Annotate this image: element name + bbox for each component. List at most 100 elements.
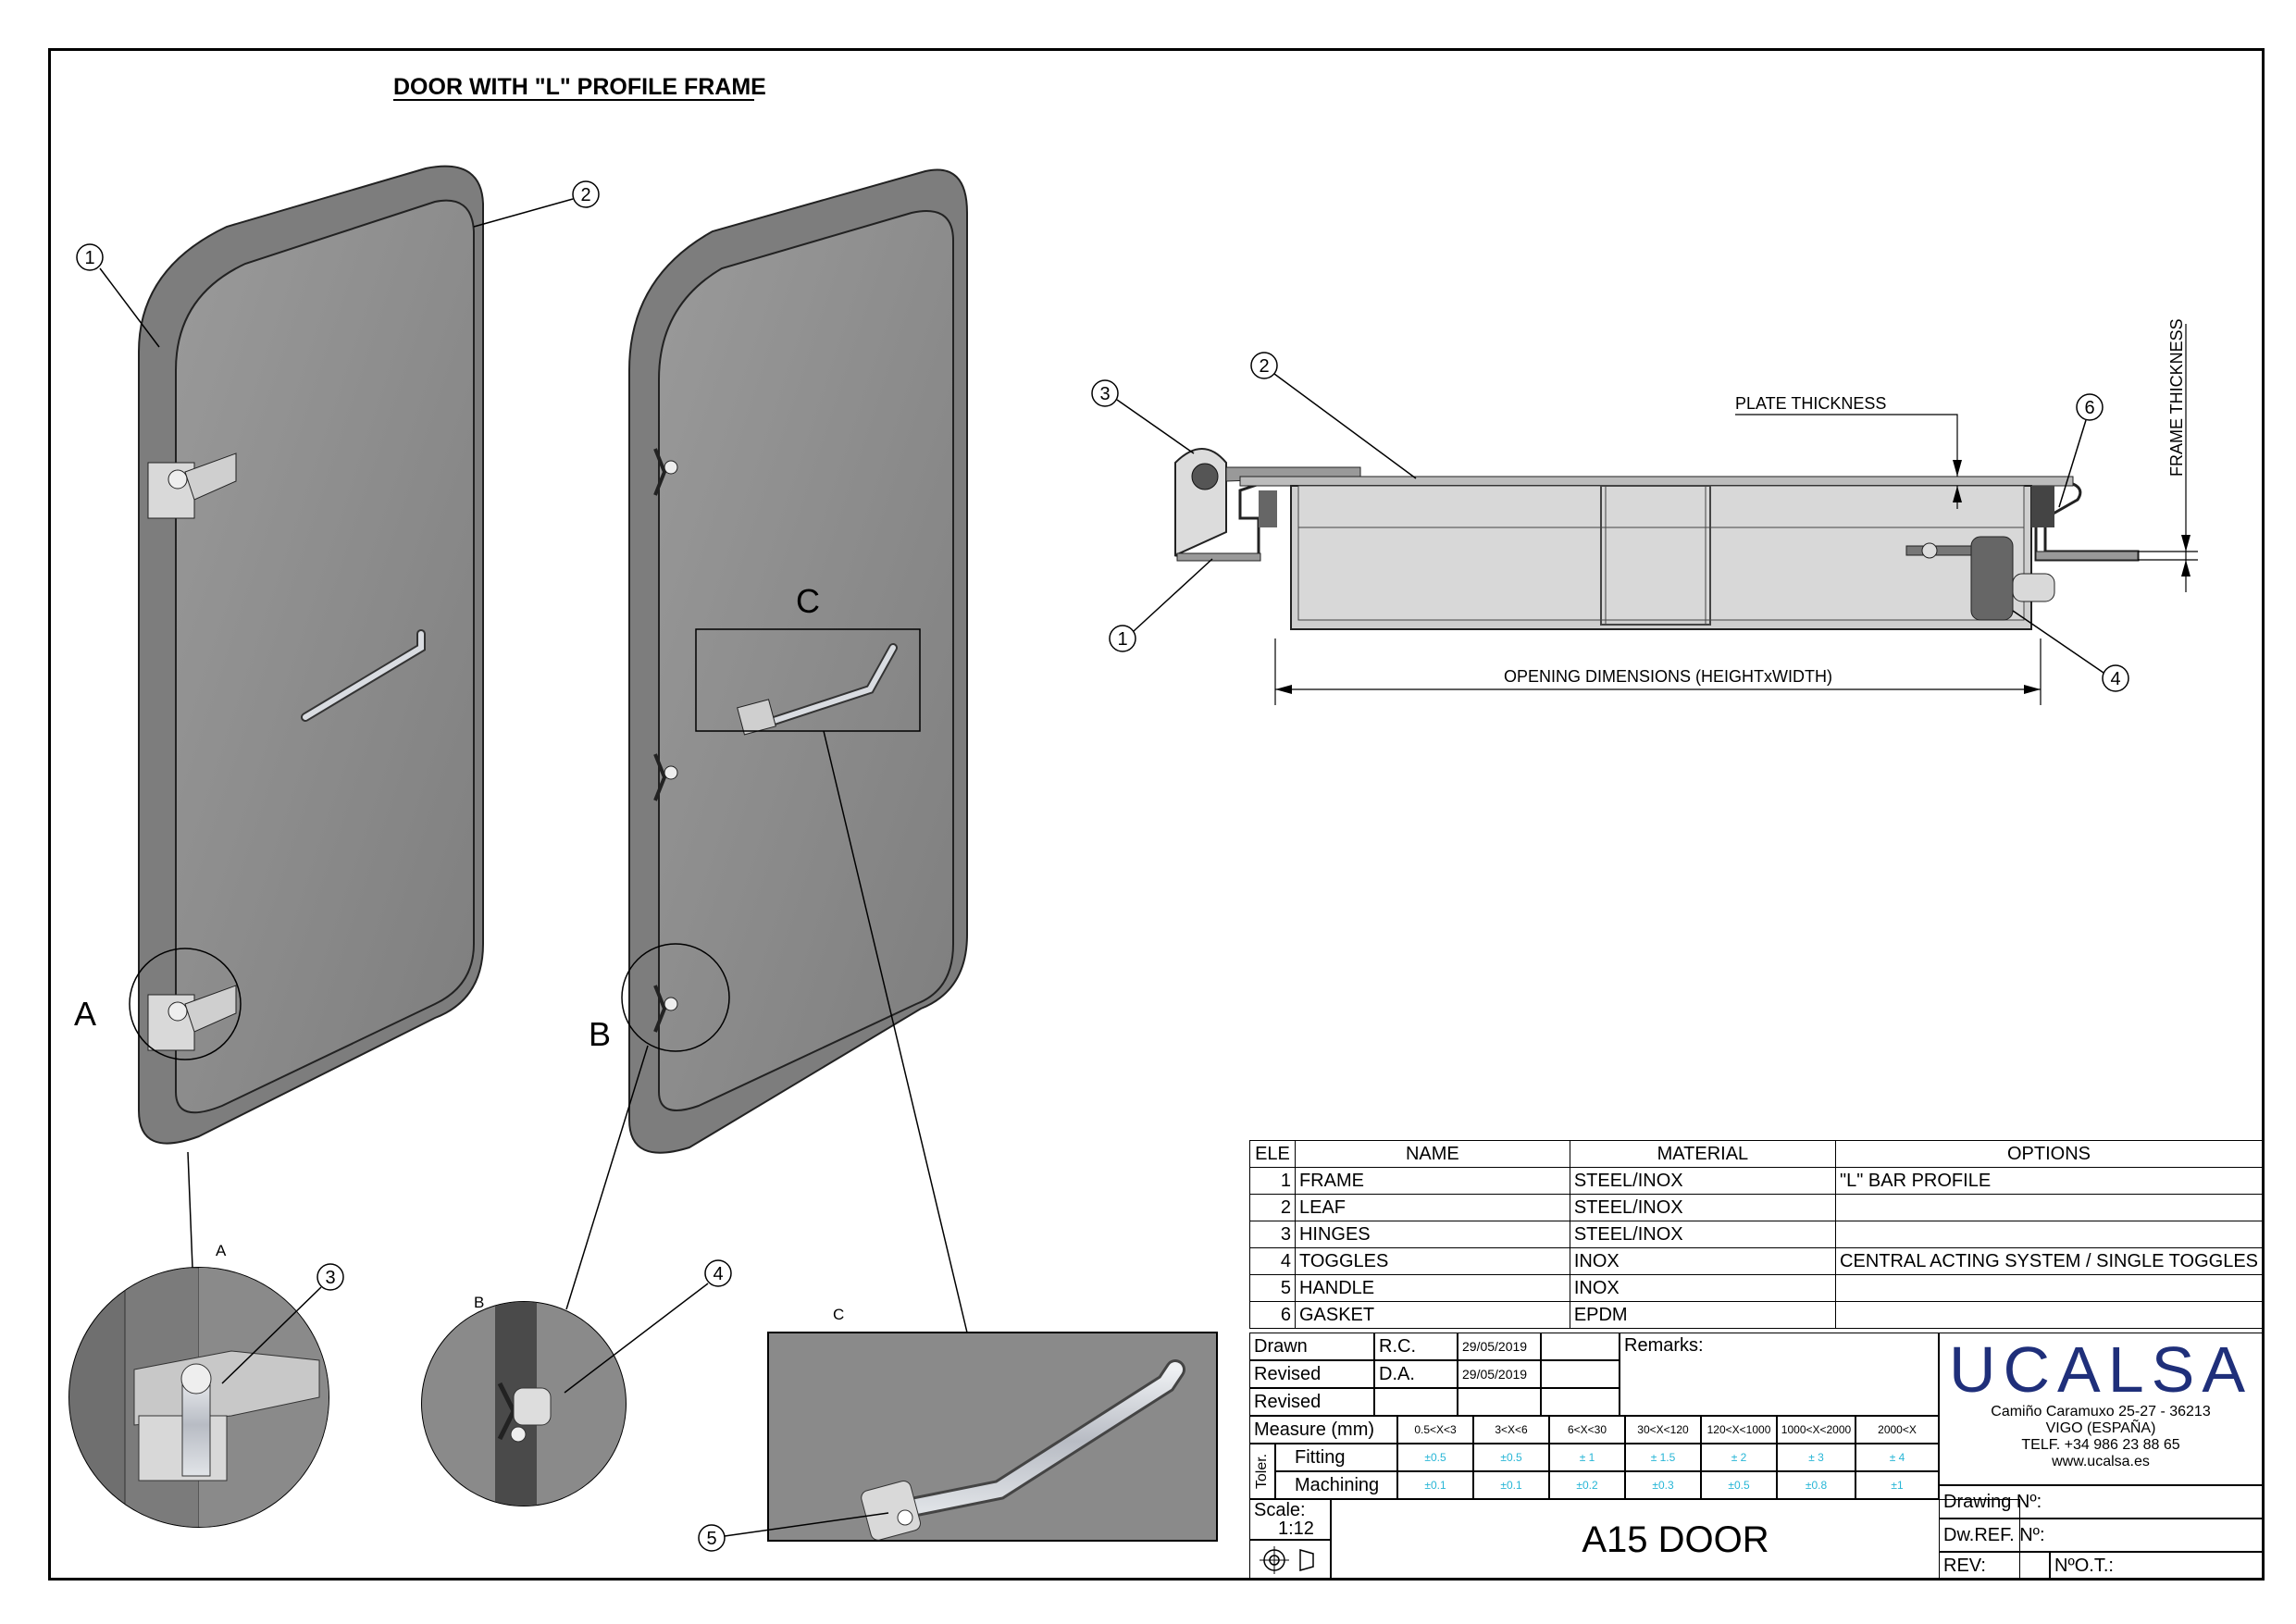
- company-city: VIGO (ESPAÑA): [2045, 1420, 2156, 1436]
- revised-by: D.A.: [1374, 1360, 1458, 1388]
- bom-header-options: OPTIONS: [1835, 1140, 2263, 1168]
- fitting-cell: ± 4: [1855, 1444, 1939, 1471]
- svg-text:4: 4: [2110, 669, 2120, 689]
- toggle-icon: [653, 985, 678, 1033]
- revised2-extra: [1541, 1388, 1620, 1416]
- detail-b-view: B: [421, 1294, 627, 1506]
- revised2-label: Revised: [1249, 1388, 1374, 1416]
- svg-text:6: 6: [2084, 398, 2094, 418]
- range-cell: 3<X<6: [1473, 1416, 1549, 1444]
- callout-5-detail: 5: [698, 1512, 889, 1552]
- range-cell: 30<X<120: [1625, 1416, 1701, 1444]
- machining-cell: ±0.8: [1777, 1471, 1855, 1499]
- drawn-by: R.C.: [1374, 1333, 1458, 1360]
- callout-4-section: 4: [2012, 610, 2129, 692]
- machining-cell: ±1: [1855, 1471, 1939, 1499]
- ot-field: NºO.T.:: [2050, 1552, 2263, 1581]
- callout-1-section: 1: [1109, 558, 1213, 652]
- fitting-cell: ± 3: [1777, 1444, 1855, 1471]
- svg-text:1: 1: [1117, 629, 1127, 650]
- svg-text:2: 2: [1259, 356, 1269, 377]
- rev-field: REV:: [1939, 1552, 2050, 1581]
- detail-label-b: B: [589, 1015, 611, 1053]
- remarks-field: Remarks:: [1620, 1333, 1939, 1416]
- drawing-border: [48, 48, 2265, 1581]
- projection-symbol: [1249, 1540, 1331, 1581]
- company-address: Camiño Caramuxo 25-27 - 36213: [1991, 1404, 2211, 1419]
- detail-circle-b: [621, 943, 730, 1052]
- bom-header-material: MATERIAL: [1569, 1140, 1837, 1168]
- range-cell: 6<X<30: [1549, 1416, 1625, 1444]
- callout-3-detail: 3: [221, 1263, 344, 1384]
- drawing-main-title: DOOR WITH "L" PROFILE FRAME: [393, 74, 766, 100]
- range-cell: 1000<X<2000: [1777, 1416, 1855, 1444]
- range-cell: 2000<X: [1855, 1416, 1939, 1444]
- svg-text:1: 1: [84, 248, 94, 268]
- callout-4-detail: 4: [564, 1259, 732, 1394]
- detail-circle-a: [129, 948, 242, 1060]
- revised-extra: [1541, 1360, 1620, 1388]
- bom-header-name: NAME: [1294, 1140, 1570, 1168]
- door-view-left: [129, 165, 484, 1145]
- svg-text:C: C: [833, 1306, 844, 1323]
- scale-field: Scale: 1:12: [1249, 1499, 1331, 1540]
- bom-header-ele: ELE: [1249, 1140, 1296, 1168]
- svg-text:2: 2: [580, 185, 590, 205]
- fitting-cell: ±0.5: [1397, 1444, 1473, 1471]
- range-cell: 120<X<1000: [1701, 1416, 1777, 1444]
- svg-text:5: 5: [706, 1529, 716, 1549]
- machining-cell: ±0.5: [1701, 1471, 1777, 1499]
- detail-rect-c: [695, 628, 921, 732]
- toggle-icon: [653, 448, 678, 496]
- drawn-extra: [1541, 1333, 1620, 1360]
- range-cell: 0.5<X<3: [1397, 1416, 1473, 1444]
- company-web: www.ucalsa.es: [2052, 1454, 2150, 1469]
- callout-1-left: 1: [76, 243, 160, 348]
- drawing-number-field: Drawing Nº:: [1939, 1485, 2263, 1519]
- svg-text:A: A: [216, 1242, 227, 1259]
- plate-thickness-label: PLATE THICKNESS: [1735, 394, 1886, 413]
- callout-2-section: 2: [1250, 352, 1417, 479]
- machining-label: Machining: [1275, 1471, 1397, 1499]
- fitting-cell: ± 2: [1701, 1444, 1777, 1471]
- detail-label-c: C: [796, 582, 820, 620]
- tolerance-label: Toler.: [1249, 1444, 1275, 1499]
- callout-2-left: 2: [473, 180, 600, 228]
- measure-label: Measure (mm): [1249, 1416, 1397, 1444]
- hinge-icon: [147, 985, 237, 1051]
- detail-label-a: A: [74, 995, 96, 1033]
- company-block: UCALSA Camiño Caramuxo 25-27 - 36213 VIG…: [1939, 1333, 2263, 1485]
- fitting-label: Fitting: [1275, 1444, 1397, 1471]
- machining-cell: ±0.3: [1625, 1471, 1701, 1499]
- svg-text:4: 4: [713, 1264, 723, 1284]
- opening-dimension-label: OPENING DIMENSIONS (HEIGHTxWIDTH): [1504, 667, 1832, 686]
- frame-thickness-label: FRAME THICKNESS: [2167, 318, 2186, 477]
- fitting-cell: ±0.5: [1473, 1444, 1549, 1471]
- door-view-right: [621, 168, 968, 1154]
- svg-text:3: 3: [325, 1268, 335, 1288]
- title-block: Drawn R.C. 29/05/2019 Revised D.A. 29/05…: [1249, 1333, 2263, 1581]
- drawn-date: 29/05/2019: [1458, 1333, 1541, 1360]
- callout-3-section: 3: [1091, 379, 1195, 454]
- revised-label: Revised: [1249, 1360, 1374, 1388]
- machining-cell: ±0.1: [1473, 1471, 1549, 1499]
- company-logo: UCALSA: [1948, 1333, 2253, 1406]
- svg-text:3: 3: [1099, 384, 1110, 404]
- machining-cell: ±0.2: [1549, 1471, 1625, 1499]
- revised-date: 29/05/2019: [1458, 1360, 1541, 1388]
- toggle-icon: [653, 753, 678, 801]
- projection-icon: [1260, 1546, 1314, 1574]
- revised2-date: [1458, 1388, 1541, 1416]
- machining-cell: ±0.1: [1397, 1471, 1473, 1499]
- detail-a-view: A: [68, 1242, 329, 1528]
- drawing-title: A15 DOOR: [1331, 1499, 2020, 1581]
- fitting-cell: ± 1.5: [1625, 1444, 1701, 1471]
